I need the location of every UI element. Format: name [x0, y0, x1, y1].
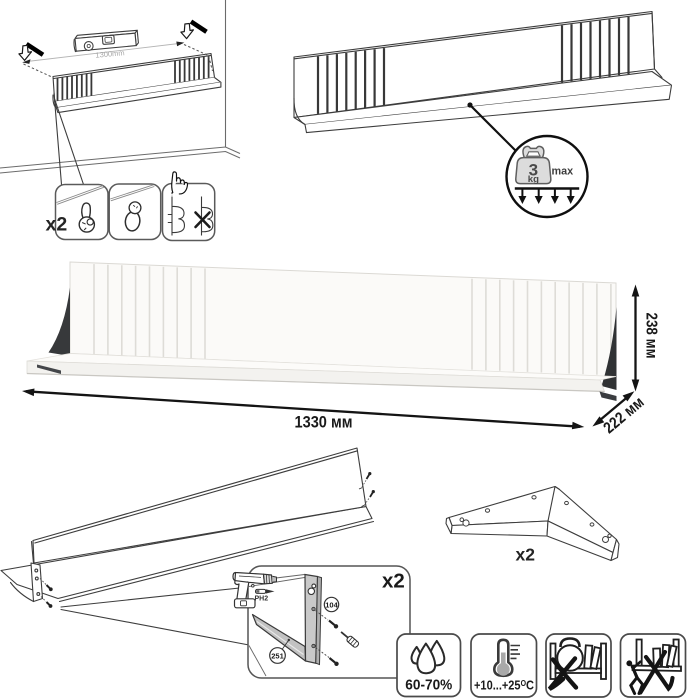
- svg-text:60-70%: 60-70%: [405, 677, 452, 694]
- svg-text:1300mm: 1300mm: [95, 48, 125, 60]
- svg-text:x2: x2: [382, 570, 405, 593]
- svg-text:+10...+25OC: +10...+25OC: [474, 679, 534, 693]
- svg-text:max: max: [552, 166, 574, 178]
- svg-text:1330 мм: 1330 мм: [295, 413, 353, 432]
- svg-text:PH2: PH2: [255, 596, 269, 603]
- svg-text:3: 3: [529, 161, 538, 180]
- svg-text:251: 251: [271, 651, 284, 660]
- svg-text:x2: x2: [516, 545, 536, 565]
- svg-text:238 мм: 238 мм: [643, 313, 660, 359]
- svg-text:x2: x2: [46, 214, 68, 236]
- svg-text:kg: kg: [528, 174, 539, 185]
- svg-text:104: 104: [325, 600, 338, 609]
